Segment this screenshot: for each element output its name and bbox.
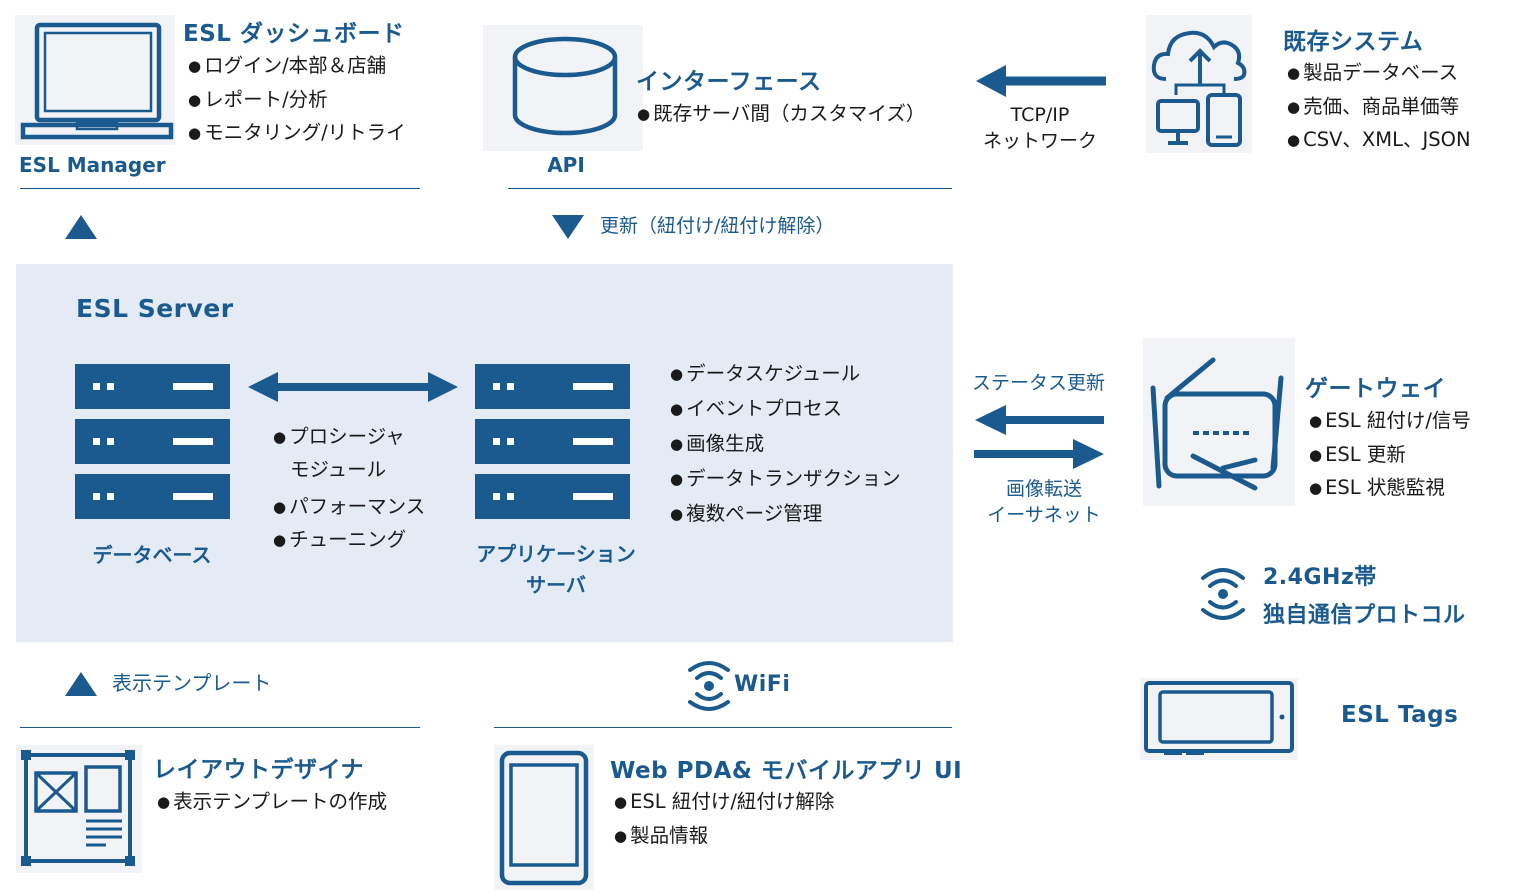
list-item: 既存サーバ間（カスタマイズ）	[637, 98, 925, 132]
divider	[494, 727, 952, 728]
tags-label: ESL Tags	[1341, 702, 1459, 728]
manager-list: ログイン/本部＆店舗 レポート/分析 モニタリング/リトライ	[188, 50, 406, 151]
divider	[508, 188, 952, 189]
list-item: 製品データベース	[1287, 57, 1471, 91]
triangle-up-icon	[64, 214, 98, 244]
api-label: API	[547, 153, 585, 177]
api-list: 既存サーバ間（カスタマイズ）	[637, 98, 925, 132]
arrow-left-icon	[972, 62, 1108, 104]
esl-tag-icon	[1144, 681, 1294, 755]
list-item: 売価、商品単価等	[1287, 91, 1471, 125]
image-transfer-label: 画像転送 イーサネット	[987, 478, 1101, 526]
designer-title: レイアウトデザイナ	[153, 757, 365, 783]
list-item: データスケジュール	[670, 357, 901, 392]
list-item: モニタリング/リトライ	[188, 117, 406, 151]
template-label: 表示テンプレート	[112, 671, 272, 695]
middle-list: プロシージャ モジュール パフォーマンス チューニング	[273, 421, 425, 557]
list-item: プロシージャ	[273, 421, 425, 454]
gateway-tile	[1143, 338, 1295, 506]
manager-label: ESL Manager	[19, 153, 166, 177]
app-label: アプリケーション サーバ	[476, 542, 636, 597]
mobile-list: ESL 紐付け/紐付け解除 製品情報	[614, 786, 834, 853]
list-item: レポート/分析	[188, 84, 406, 118]
list-item: 表示テンプレートの作成	[157, 786, 387, 820]
list-item: 複数ページ管理	[670, 497, 901, 532]
cloud-devices-icon	[1151, 30, 1247, 147]
database-icon	[512, 36, 618, 136]
wifi-label: WiFi	[734, 672, 791, 697]
triangle-up-icon	[64, 671, 98, 701]
wireless-icon	[1197, 560, 1249, 632]
network-label: TCP/IP ネットワーク	[982, 104, 1097, 152]
db-label: データベース	[92, 543, 212, 567]
radio-label: 2.4GHz帯 独自通信プロトコル	[1263, 565, 1466, 628]
list-item: 画像生成	[670, 427, 901, 462]
divider	[20, 188, 420, 189]
list-item: CSV、XML、JSON	[1287, 124, 1470, 158]
triangle-down-icon	[551, 214, 585, 244]
api-title: インターフェース	[636, 69, 822, 95]
list-item: チューニング	[273, 524, 425, 557]
list-item: モジュール	[290, 458, 387, 481]
update-label: 更新（紐付け/紐付け解除）	[600, 215, 835, 237]
list-item: ESL 更新	[1309, 439, 1471, 473]
gateway-list: ESL 紐付け/信号 ESL 更新 ESL 状態監視	[1309, 405, 1471, 506]
designer-tile	[16, 745, 142, 873]
arrow-right-icon	[972, 436, 1108, 476]
list-item: ESL 状態監視	[1309, 472, 1471, 506]
database-tile	[483, 25, 643, 151]
list-item: ESL 紐付け/紐付け解除	[614, 786, 834, 820]
list-item: 製品情報	[614, 820, 834, 854]
existing-tile	[1146, 15, 1252, 153]
status-update-label: ステータス更新	[972, 372, 1106, 394]
app-server-icon	[475, 364, 630, 523]
existing-title: 既存システム	[1283, 29, 1424, 55]
laptop-tile	[15, 15, 175, 145]
tablet-tile	[494, 745, 594, 890]
list-item: イベントプロセス	[670, 392, 901, 427]
arrow-left-icon	[972, 402, 1108, 442]
existing-list: 製品データベース 売価、商品単価等 CSV、XML、JSON	[1287, 57, 1471, 158]
tag-tile	[1140, 678, 1298, 760]
list-item: パフォーマンス	[273, 491, 425, 524]
database-server-icon	[75, 364, 230, 523]
router-icon	[1150, 357, 1284, 491]
manager-title: ESL ダッシュボード	[183, 21, 405, 47]
server-title: ESL Server	[76, 294, 234, 323]
app-list: データスケジュール イベントプロセス 画像生成 データトランザクション 複数ペー…	[670, 357, 901, 532]
tablet-icon	[499, 750, 589, 886]
list-item: ログイン/本部＆店舗	[188, 50, 406, 84]
layout-icon	[21, 750, 135, 866]
gateway-title: ゲートウェイ	[1305, 376, 1446, 402]
double-arrow-icon	[246, 370, 460, 408]
wifi-icon	[685, 654, 733, 722]
list-item: ESL 紐付け/信号	[1309, 405, 1471, 439]
laptop-icon	[20, 22, 174, 140]
designer-list: 表示テンプレートの作成	[157, 786, 387, 820]
mobile-title: Web PDA& モバイルアプリ UI	[610, 758, 963, 784]
divider	[20, 727, 420, 728]
list-item: データトランザクション	[670, 462, 901, 497]
